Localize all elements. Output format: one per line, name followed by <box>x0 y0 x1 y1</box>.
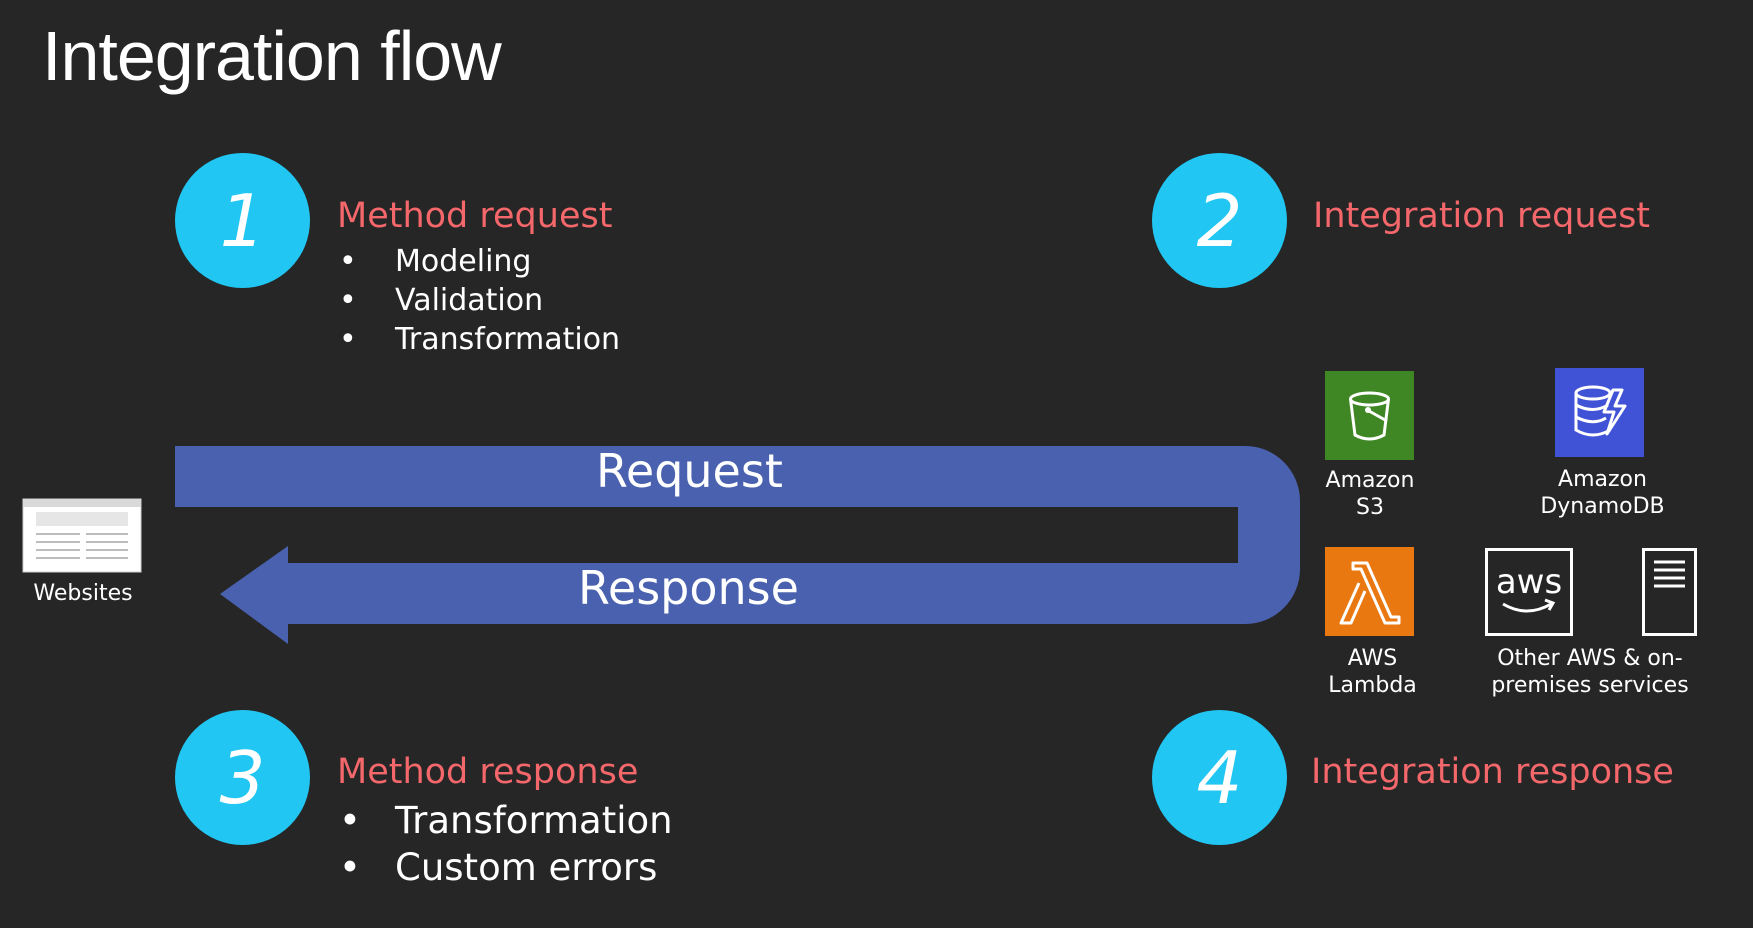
step-3-bullets: Transformation Custom errors <box>337 797 673 891</box>
u-arrow-shape <box>175 446 1300 644</box>
step-3-number: 3 <box>219 735 266 820</box>
dynamodb-label-line1: Amazon <box>1558 467 1647 492</box>
list-item: Transformation <box>337 797 673 844</box>
server-icon <box>1642 548 1697 636</box>
other-services-label-line1: Other AWS & on- <box>1497 646 1683 671</box>
step-1-number: 1 <box>219 178 266 263</box>
step-3-title: Method response <box>337 752 639 792</box>
list-item: Modeling <box>337 242 620 281</box>
lambda-label-line2: Lambda <box>1328 673 1417 698</box>
step-2-title: Integration request <box>1313 196 1651 236</box>
lambda-label: AWS Lambda <box>1305 645 1440 699</box>
dynamodb-label-line2: DynamoDB <box>1540 494 1665 519</box>
browser-window-icon <box>22 498 142 573</box>
step-1-circle: 1 <box>175 153 310 288</box>
step-1-title: Method request <box>337 196 613 236</box>
slide-title: Integration flow <box>42 17 502 95</box>
step-1-bullets: Modeling Validation Transformation <box>337 242 620 359</box>
aws-logo-text: aws <box>1496 562 1562 602</box>
step-2-number: 2 <box>1196 178 1243 263</box>
request-label: Request <box>596 444 783 498</box>
list-item: Transformation <box>337 320 620 359</box>
s3-label-line2: S3 <box>1356 495 1384 520</box>
step-3-circle: 3 <box>175 710 310 845</box>
lambda-icon <box>1325 547 1414 636</box>
websites-label: Websites <box>33 581 133 606</box>
step-4-number: 4 <box>1196 735 1243 820</box>
step-4-circle: 4 <box>1152 710 1287 845</box>
aws-logo-icon: aws <box>1485 548 1573 636</box>
response-label: Response <box>578 561 799 615</box>
other-services-label: Other AWS & on- premises services <box>1480 645 1700 699</box>
s3-bucket-icon <box>1325 371 1414 460</box>
step-4-title: Integration response <box>1311 752 1674 792</box>
list-item: Custom errors <box>337 844 673 891</box>
step-2-circle: 2 <box>1152 153 1287 288</box>
s3-label: Amazon S3 <box>1300 467 1440 521</box>
dynamodb-label: Amazon DynamoDB <box>1530 466 1675 520</box>
list-item: Validation <box>337 281 620 320</box>
lambda-label-line1: AWS <box>1347 646 1398 671</box>
other-services-label-line2: premises services <box>1491 673 1689 698</box>
s3-label-line1: Amazon <box>1325 468 1415 493</box>
dynamodb-icon <box>1555 368 1644 457</box>
